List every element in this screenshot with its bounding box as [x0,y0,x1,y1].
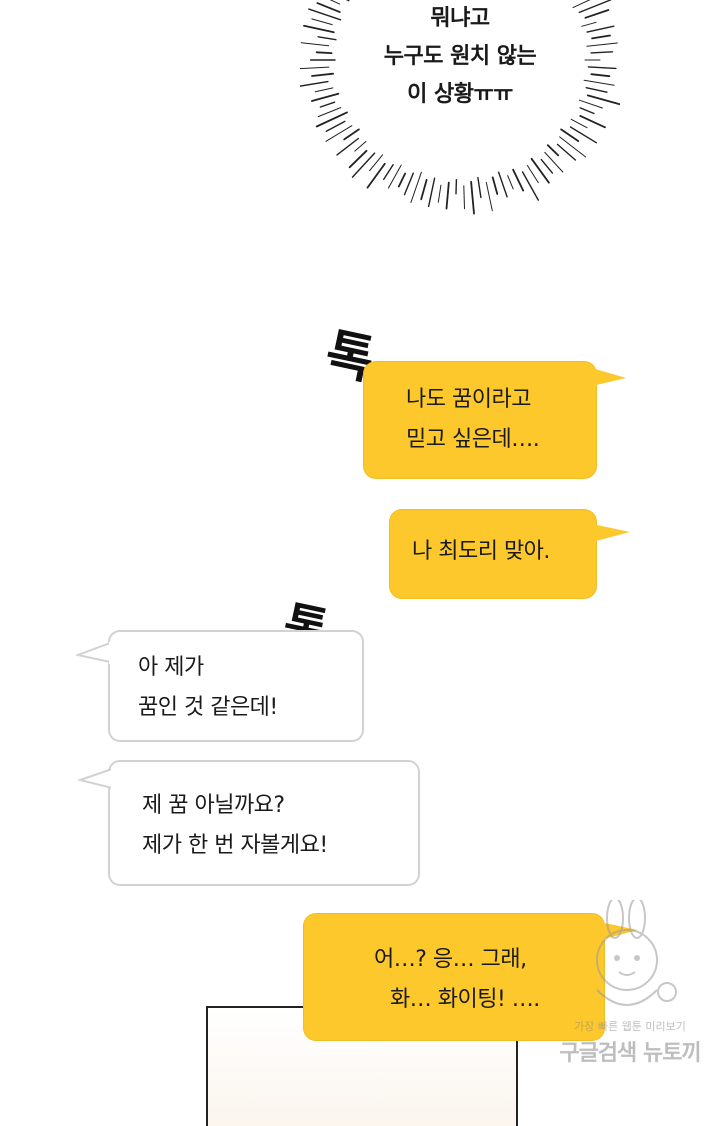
speech-bubble-4: 제 꿈 아닐까요? 제가 한 번 자볼게요! [108,760,420,886]
burst-ray [588,95,620,104]
burst-line-3: 이 상황ㅠㅠ [330,76,590,114]
burst-ray [471,182,474,214]
speech-bubble-1: 나도 꿈이라고 믿고 싶은데…. [364,362,596,478]
burst-ray [592,36,610,39]
burst-ray [300,82,328,87]
burst-ray [300,67,329,69]
burst-ray [344,129,359,139]
burst-ray [587,43,617,46]
watermark-line-2: 구글검색 뉴토끼 [545,1035,715,1067]
burst-ray [337,139,358,155]
bubble-2-tail [592,522,632,544]
watermark: 가장 빠른 웹툰 미리보기 구글검색 뉴토끼 [545,900,715,1090]
burst-ray [532,159,549,183]
burst-ray [527,166,538,183]
burst-ray [561,129,578,141]
burst-ray [486,182,492,210]
burst-line-1: 뭐냐고 [330,0,590,38]
burst-ray [591,74,609,76]
burst-ray [588,67,616,69]
burst-ray [571,127,597,143]
burst-ray [499,172,508,197]
burst-ray [405,173,414,194]
burst-ray [493,177,498,194]
burst-ray [478,178,481,198]
bubble-2-line-1: 나 최도리 맞아. [412,532,596,572]
speech-bubble-3: 아 제가 꿈인 것 같은데! [108,630,364,742]
burst-ray [326,126,352,142]
bubble-1-tail [592,366,628,388]
burst-ray [513,170,523,191]
burst-ray [438,185,441,202]
burst-ray [301,43,328,46]
burst-text: 뭐냐고 누구도 원치 않는 이 상황ㅠㅠ [330,0,590,114]
bubble-4-line-1: 제 꿈 아닐까요? [142,786,418,826]
burst-ray [429,178,435,206]
bubble-4-tail [78,768,114,790]
burst-ray [447,183,449,209]
burst-ray [508,176,513,189]
bunny-mascot-icon [545,900,715,1020]
burst-ray [353,153,375,177]
burst-ray [464,186,465,209]
burst-ray [399,174,405,187]
burst-ray [355,142,366,152]
burst-ray [571,119,587,127]
speech-bubble-2: 나 최도리 맞아. [390,510,596,598]
burst-ray [421,180,426,199]
burst-ray [591,52,612,53]
bubble-1-line-2: 믿고 싶은데…. [406,420,596,460]
bubble-4-line-2: 제가 한 번 자볼게요! [142,826,418,866]
burst-ray [368,164,385,188]
bubble-3-line-1: 아 제가 [138,648,362,688]
burst-ray [384,165,393,180]
watermark-line-1: 가장 빠른 웹툰 미리보기 [545,1018,715,1034]
burst-ray [317,112,347,126]
bubble-1-line-1: 나도 꿈이라고 [406,380,596,420]
burst-ray [560,137,586,157]
burst-ray [523,172,539,200]
bubble-3-line-2: 꿈인 것 같은데! [138,688,362,728]
bubble-3-tail [76,642,112,664]
burst-ray [541,160,552,174]
burst-ray [545,152,563,172]
burst-ray [548,145,558,155]
burst-line-2: 누구도 원치 않는 [330,38,590,76]
burst-ray [587,26,614,32]
burst-ray [326,121,345,131]
